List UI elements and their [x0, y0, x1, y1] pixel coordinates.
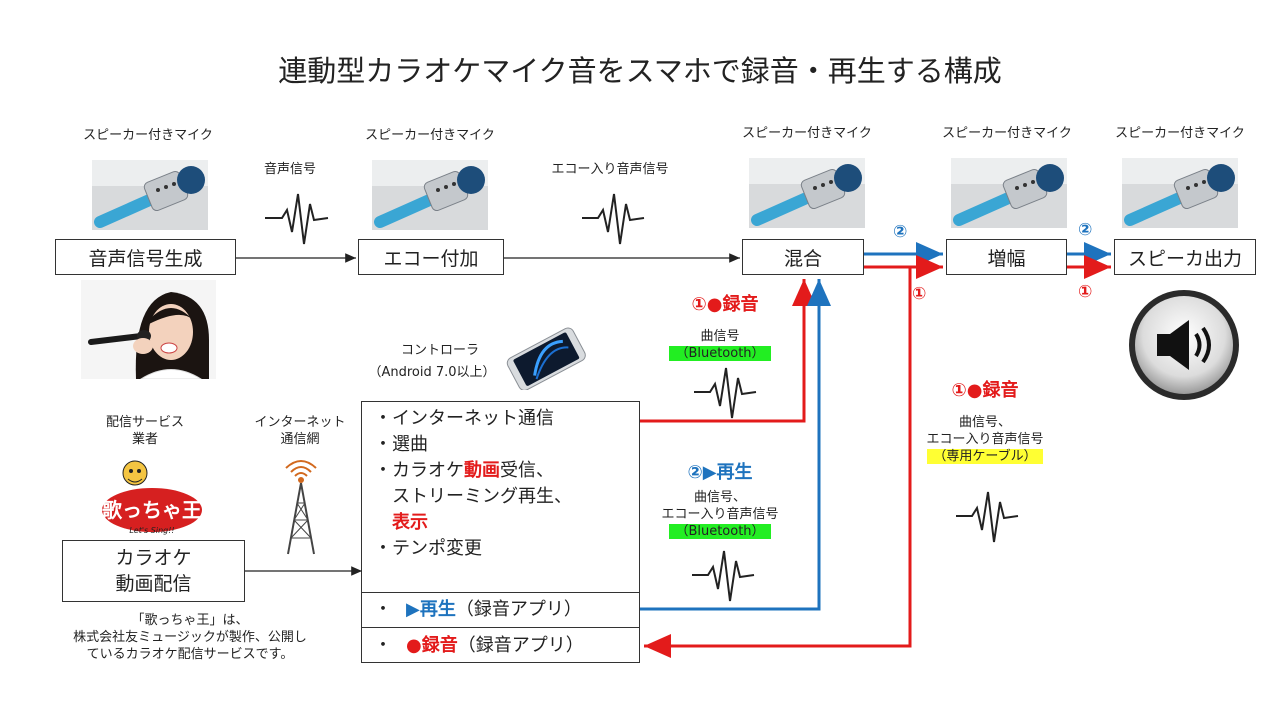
microphone-image: [749, 158, 865, 228]
controller-play-row[interactable]: ・ ▶再生 （録音アプリ）: [362, 592, 639, 627]
singer-image: [81, 280, 216, 379]
controller-item-tempo: ・テンポ変更: [374, 538, 482, 559]
cable-line3: （専用ケーブル）: [927, 449, 1043, 464]
bt-song-label: 曲信号 （Bluetooth）: [650, 328, 790, 362]
mic-label: スピーカー付きマイク: [742, 126, 872, 141]
logo-text: 歌っちゃ王: [102, 498, 202, 522]
microphone-image: [1122, 158, 1238, 228]
karaoke-line1: カラオケ: [115, 547, 192, 569]
record-app-label: （録音アプリ）: [457, 634, 584, 656]
logo-sub: Let's Sing!!: [129, 526, 174, 535]
node-mixing: 混合: [742, 239, 864, 275]
controller-label: コントローラ: [400, 343, 479, 358]
microphone-image: [92, 160, 208, 230]
controller-item-karaoke: ・カラオケ動画受信、: [374, 458, 572, 484]
network-label: インターネット 通信網: [240, 414, 360, 448]
bt-song-line1: 曲信号: [700, 329, 740, 344]
marker-2-mix-amp: ②: [893, 222, 908, 242]
play-label[interactable]: ▶再生: [406, 599, 456, 620]
record-label[interactable]: ●録音: [406, 634, 458, 656]
bt-both-line2: エコー入り音声信号: [661, 507, 779, 522]
service-label: 配信サービス 業者: [90, 414, 200, 448]
play-app-label: （録音アプリ）: [455, 599, 582, 620]
marker-1-mix-amp: ①: [912, 284, 927, 304]
signal-label-echo: エコー入り音声信号: [551, 162, 669, 177]
record-marker-2: ①●録音: [910, 376, 1060, 402]
controller-box: ・インターネット通信 ・選曲 ・カラオケ動画受信、 ストリーミング再生、 表示 …: [361, 401, 640, 663]
marker-2-amp-out: ②: [1078, 220, 1093, 240]
page-title: 連動型カラオケマイク音をスマホで録音・再生する構成: [278, 54, 1002, 88]
node-speaker-output: スピーカ出力: [1114, 239, 1256, 275]
note-line1: 「歌っちゃ王」は、: [131, 613, 249, 628]
microphone-image: [951, 158, 1067, 228]
record-marker-2-text: ①●録音: [951, 380, 1019, 401]
node-voice-generation: 音声信号生成: [55, 239, 236, 275]
record-marker-1: ①●録音: [650, 290, 800, 316]
play-bullet: ・: [374, 599, 392, 620]
service-label-line2: 業者: [131, 432, 158, 447]
controller-item-display: 表示: [392, 512, 428, 533]
network-label-line1: インターネット: [254, 415, 346, 430]
controller-record-row[interactable]: ・ ●録音 （録音アプリ）: [362, 627, 639, 663]
utachao-logo: 歌っちゃ王 Let's Sing!!: [102, 460, 202, 535]
microphone-image: [372, 160, 488, 230]
karaoke-line2: 動画配信: [115, 573, 192, 595]
bt-both-label: 曲信号、 エコー入り音声信号 （Bluetooth）: [640, 489, 800, 540]
network-label-line2: 通信網: [280, 432, 320, 447]
note-line3: ているカラオケ配信サービスです。: [86, 647, 294, 662]
antenna-tower-icon: [285, 460, 317, 555]
controller-os-label: （Android 7.0以上）: [368, 365, 496, 380]
node-amplification: 増幅: [946, 239, 1067, 275]
note-line2: 株式会社友ミュージックが製作、公開し: [73, 630, 307, 645]
signal-label-voice: 音声信号: [263, 162, 316, 177]
marker-1-amp-out: ①: [1078, 282, 1093, 302]
karaoke-video-highlight: 動画: [464, 460, 500, 481]
play-marker-text: ②▶再生: [687, 462, 753, 483]
cable-line1: 曲信号、: [958, 415, 1011, 430]
karaoke-suffix: 受信、: [500, 460, 554, 481]
bt-both-line1: 曲信号、: [693, 490, 746, 505]
speaker-icon: [1129, 290, 1239, 400]
mic-label: スピーカー付きマイク: [83, 128, 213, 143]
cable-label: 曲信号、 エコー入り音声信号 （専用ケーブル）: [905, 414, 1065, 465]
record-bullet: ・: [374, 634, 392, 656]
node-echo-addition: エコー付加: [358, 239, 504, 275]
controller-item-song-select: ・選曲: [374, 434, 428, 455]
smartphone-image: [506, 327, 586, 390]
mic-label: スピーカー付きマイク: [1115, 126, 1245, 141]
play-marker: ②▶再生: [645, 458, 795, 484]
controller-item-stream: ストリーミング再生、: [392, 486, 572, 507]
controller-item-internet: ・インターネット通信: [374, 408, 554, 429]
bt-song-line2: （Bluetooth）: [669, 346, 771, 361]
bt-both-line3: （Bluetooth）: [669, 524, 771, 539]
service-note: 「歌っちゃ王」は、 株式会社友ミュージックが製作、公開し ているカラオケ配信サー…: [40, 612, 340, 663]
record-marker-1-text: ①●録音: [691, 294, 759, 315]
mic-label: スピーカー付きマイク: [942, 126, 1072, 141]
cable-line2: エコー入り音声信号: [926, 432, 1044, 447]
service-label-line1: 配信サービス: [105, 415, 184, 430]
mic-label: スピーカー付きマイク: [365, 128, 495, 143]
node-karaoke-distribution: カラオケ 動画配信: [62, 540, 245, 602]
karaoke-prefix: ・カラオケ: [374, 460, 464, 481]
